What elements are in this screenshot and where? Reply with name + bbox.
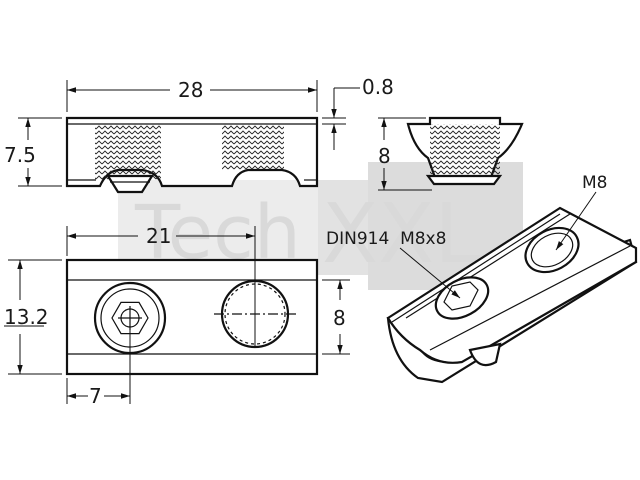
dim-side-height-label: 8 xyxy=(378,144,391,168)
callout-thread-label: M8 xyxy=(582,173,607,193)
dim-thickness-top: 0.8 xyxy=(322,75,394,150)
side-thread xyxy=(430,124,500,178)
front-thread-right xyxy=(222,124,284,170)
front-view xyxy=(65,116,319,194)
iso-screw-tip xyxy=(468,342,502,367)
plan-view xyxy=(65,258,319,376)
dim-width-label: 13.2 xyxy=(4,305,49,329)
dim-side-height: 8 xyxy=(378,117,432,191)
watermark-text-right: XXL xyxy=(322,187,480,282)
hex-socket-icon xyxy=(111,301,149,335)
dim-hole-offset: 7 xyxy=(66,318,131,408)
dim-height-label: 7.5 xyxy=(4,143,36,167)
callout-thread: M8 xyxy=(555,173,607,251)
dim-height: 7.5 xyxy=(4,117,62,187)
side-view xyxy=(406,116,524,186)
front-screw-tip xyxy=(106,174,154,194)
side-screw-tip xyxy=(425,174,503,186)
dim-plan-width: 8 xyxy=(322,279,350,355)
dim-hole-spacing: 21 xyxy=(66,224,256,346)
dim-length: 28 xyxy=(66,78,318,112)
dim-hole-spacing-label: 21 xyxy=(146,224,171,248)
dim-width: 13.2 xyxy=(4,259,62,375)
dim-thickness-top-label: 0.8 xyxy=(362,75,394,99)
front-thread-left xyxy=(95,124,161,180)
dim-length-label: 28 xyxy=(178,78,203,102)
iso-thread-hole xyxy=(524,226,580,274)
watermark: Tech XXL xyxy=(118,162,523,290)
callout-screw: DIN914 M8x8 xyxy=(326,229,461,299)
callout-screw-label: DIN914 M8x8 xyxy=(326,229,446,249)
dim-plan-width-label: 8 xyxy=(333,306,346,330)
isometric-view xyxy=(386,206,638,384)
dim-hole-offset-label: 7 xyxy=(89,384,102,408)
iso-hex-socket-icon xyxy=(443,281,479,311)
